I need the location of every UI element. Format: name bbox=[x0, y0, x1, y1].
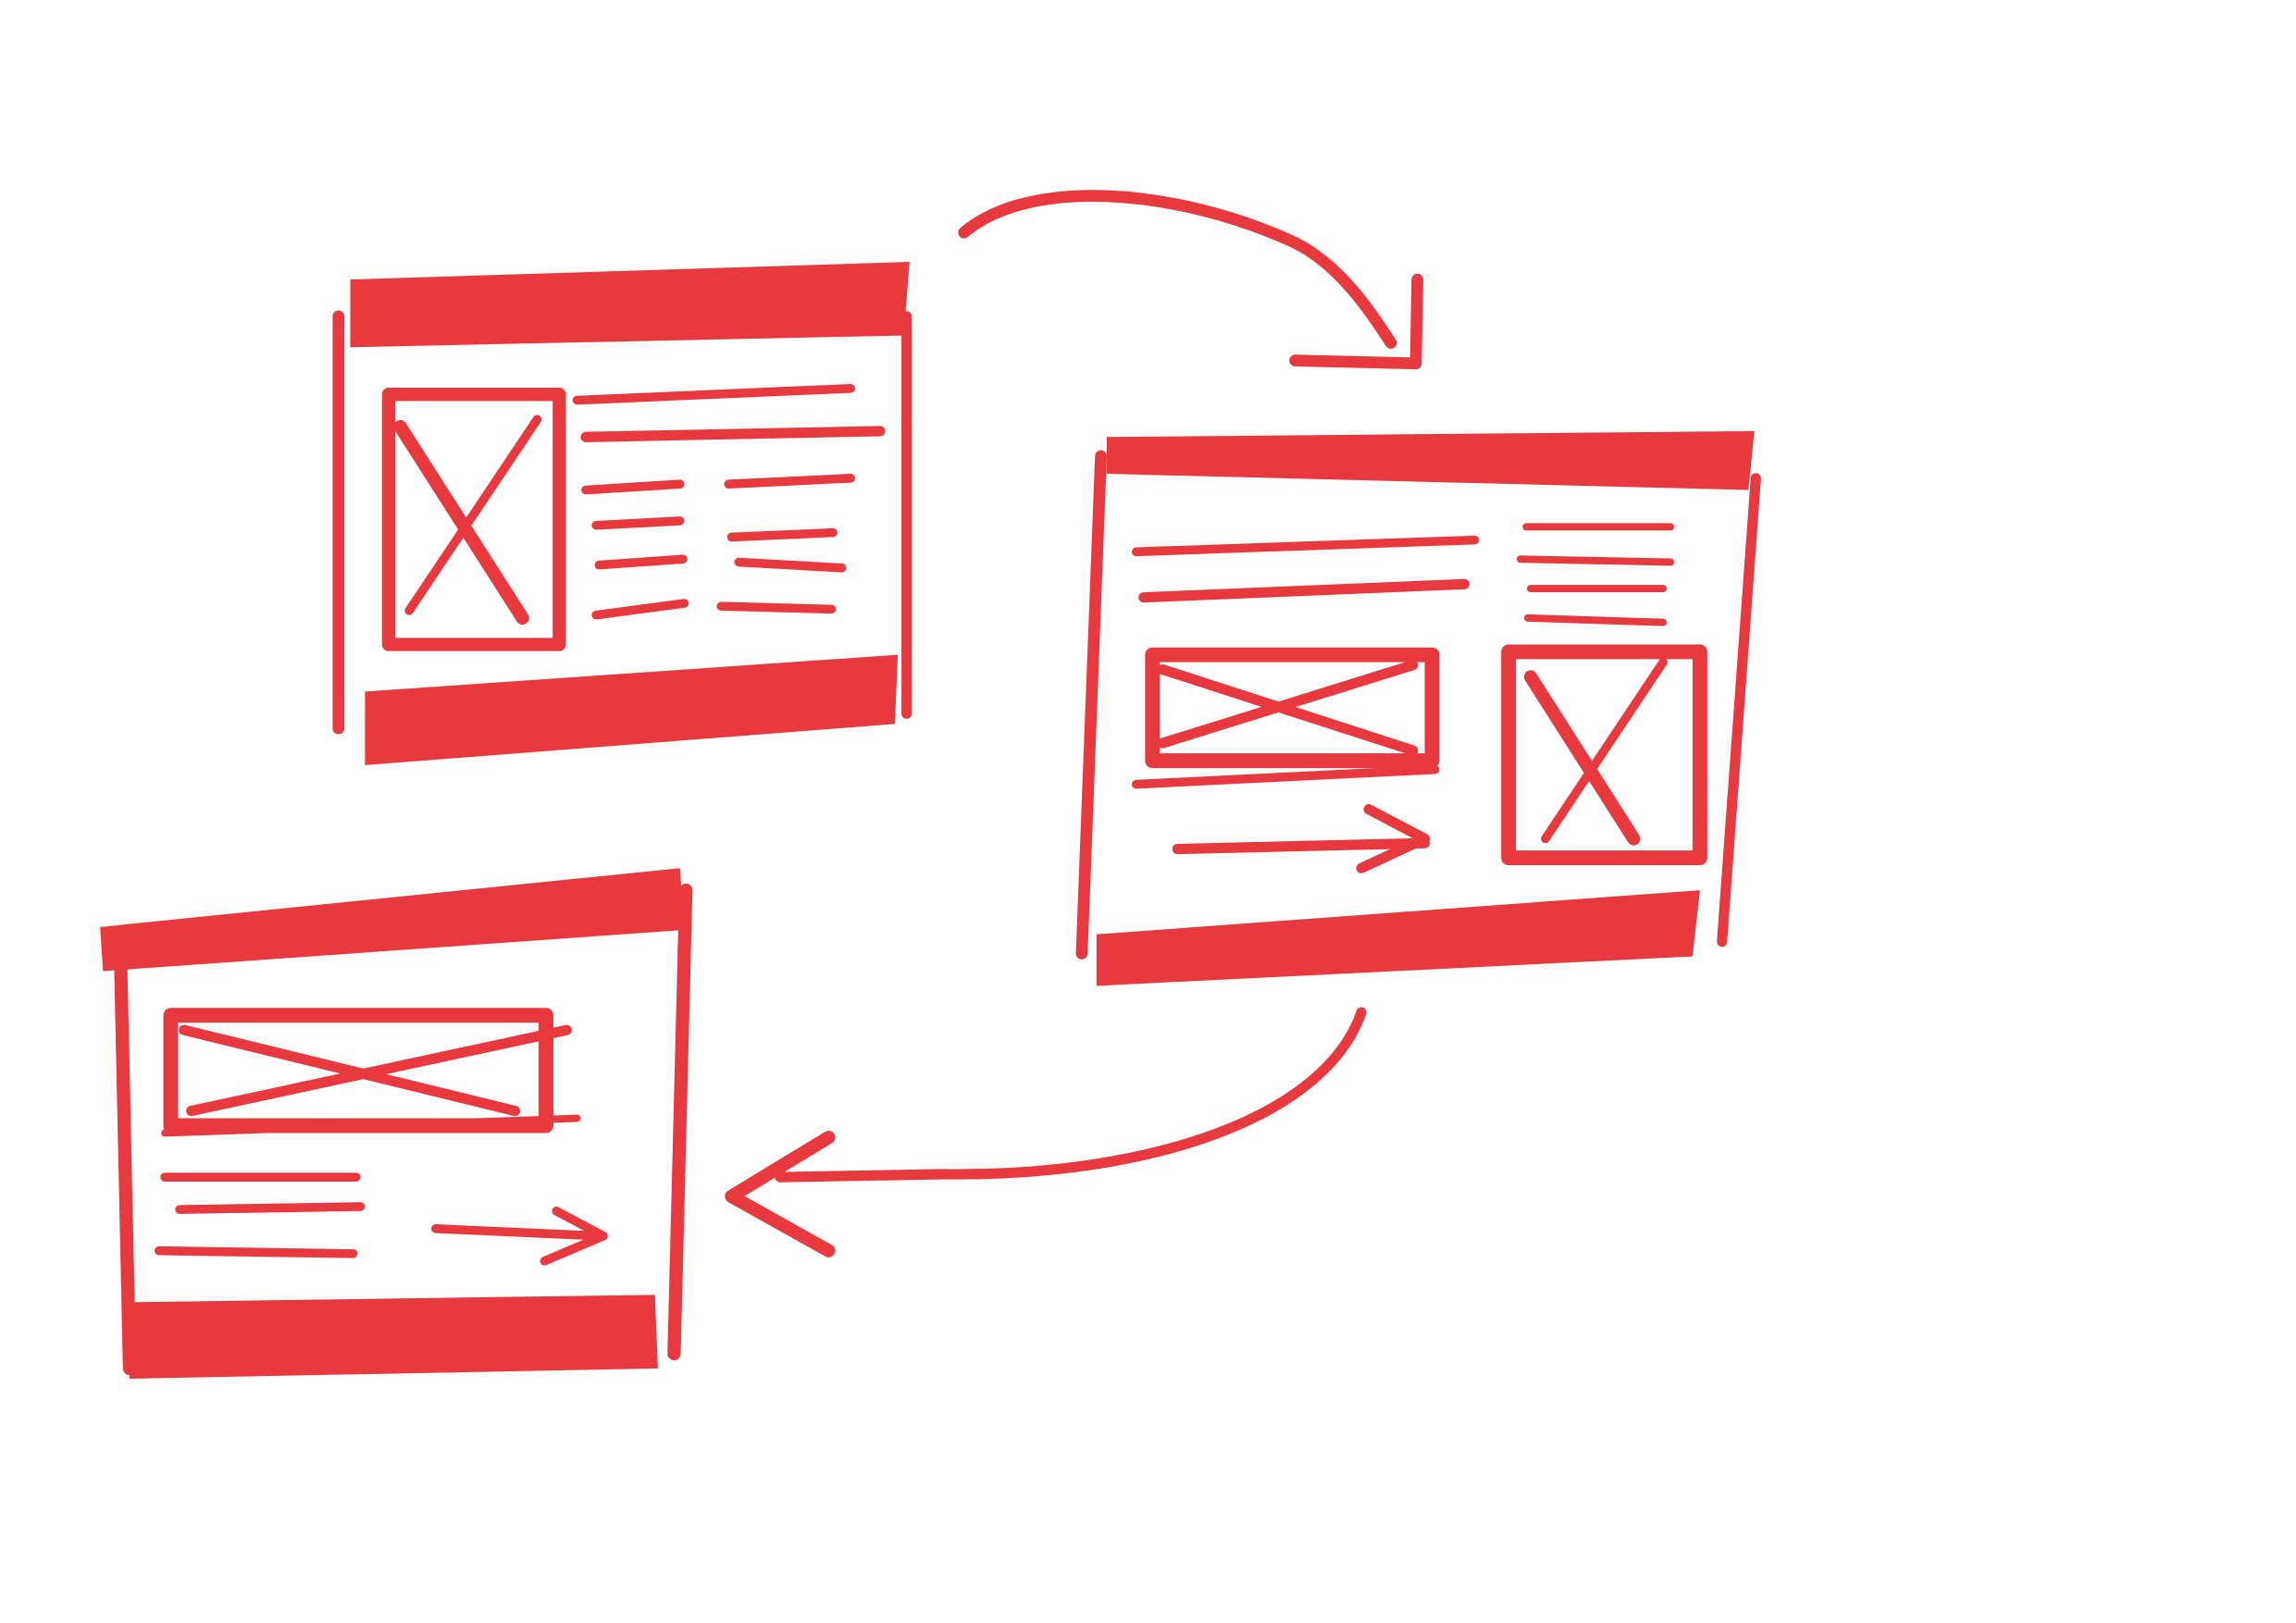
arrowhead-icon bbox=[725, 1131, 836, 1258]
arrowhead-icon bbox=[1289, 273, 1423, 370]
image-placeholder-icon bbox=[381, 388, 566, 651]
window-3-left-edge bbox=[114, 957, 137, 1376]
wireframe-window-3 bbox=[100, 868, 693, 1380]
wireframe-window-1 bbox=[332, 262, 912, 765]
image-placeholder-icon bbox=[161, 1008, 581, 1137]
window-1-text-lines bbox=[572, 384, 886, 620]
wireframe-window-2 bbox=[1075, 430, 1761, 986]
window-2-footer-bar bbox=[1096, 890, 1700, 986]
window-1-header-bar bbox=[350, 262, 910, 348]
arrow-icon bbox=[430, 1206, 608, 1266]
image-placeholder-icon bbox=[1501, 644, 1707, 866]
flow-arrow-1-to-2 bbox=[958, 190, 1423, 370]
window-2-right-edge bbox=[1717, 473, 1761, 948]
window-3-footer-bar bbox=[129, 1295, 658, 1380]
window-2-left-edge bbox=[1075, 450, 1107, 960]
window-2-header-bar bbox=[1106, 430, 1755, 490]
window-3-text-lines bbox=[154, 1172, 366, 1258]
window-3-right-edge bbox=[667, 883, 693, 1361]
window-3-header-bar bbox=[100, 868, 685, 972]
flow-arrow-2-to-3 bbox=[725, 1007, 1367, 1258]
window-2-text-lines bbox=[1132, 523, 1675, 789]
image-placeholder-icon bbox=[1145, 647, 1440, 769]
arrow-icon bbox=[1172, 804, 1431, 873]
window-1-footer-bar bbox=[365, 654, 899, 765]
